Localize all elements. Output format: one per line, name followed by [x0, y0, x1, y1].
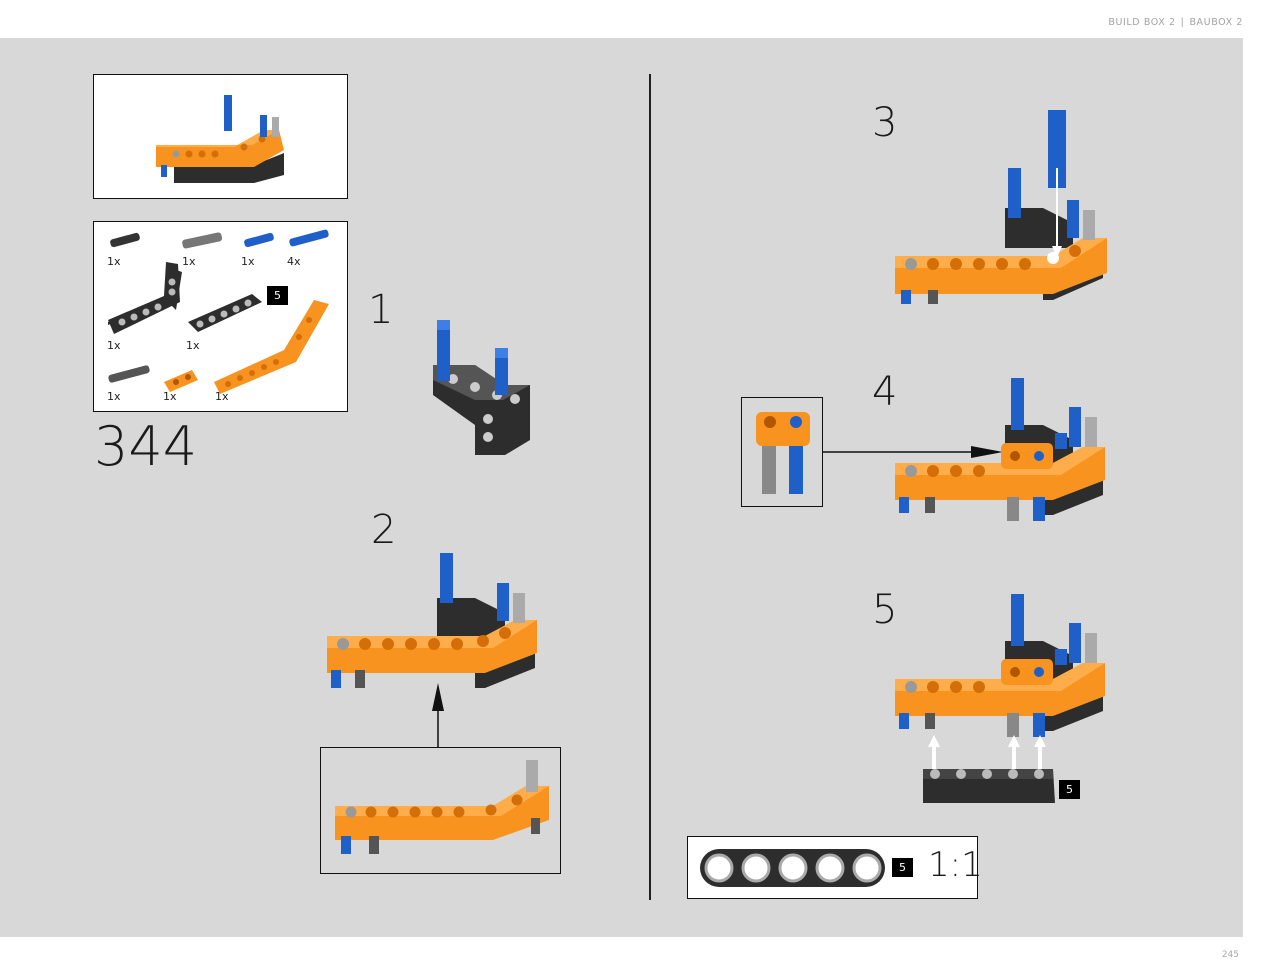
- scale-ratio: 1:1: [928, 845, 983, 885]
- bag-number: 344: [94, 415, 198, 478]
- subassembly-preview-illustration: [156, 95, 284, 183]
- step-number-1: 1: [368, 287, 394, 333]
- header-separator: |: [1180, 17, 1185, 28]
- part-qty-1: 1x: [107, 255, 121, 268]
- part-qty-6: 1x: [186, 339, 200, 352]
- parts-list-illustration: [108, 229, 329, 394]
- part-qty-4: 4x: [287, 255, 301, 268]
- page-number: 245: [1221, 950, 1239, 960]
- assembly-arrow-up: [432, 683, 444, 749]
- step-4-subassembly-illustration: [756, 412, 810, 494]
- part-qty-3: 1x: [241, 255, 255, 268]
- step-4-arrow: [823, 446, 1003, 458]
- part-qty-7: 1x: [107, 390, 121, 403]
- part-qty-2: 1x: [182, 255, 196, 268]
- column-divider: [649, 74, 651, 900]
- step-number-5: 5: [872, 587, 898, 633]
- part-qty-5: 1x: [107, 339, 121, 352]
- step-number-4: 4: [872, 369, 898, 415]
- part-qty-8: 1x: [163, 390, 177, 403]
- scale-length-badge: 5: [892, 858, 913, 877]
- step-4-illustration: [895, 378, 1105, 521]
- scale-reference-box: 5 1:1: [687, 836, 983, 899]
- step-5-illustration: [895, 594, 1105, 803]
- header-title-de: BAUBOX 2: [1189, 17, 1243, 28]
- header-title-en: BUILD BOX 2: [1108, 17, 1176, 28]
- step-number-3: 3: [872, 100, 898, 146]
- step-4-subassembly-box: [741, 397, 823, 507]
- step-1-illustration: [433, 320, 530, 455]
- step-2-illustration: [327, 553, 537, 688]
- step-3-illustration: [895, 110, 1107, 304]
- step-2-subassembly-box: [320, 747, 561, 874]
- step-5-beam-badge: 5: [1059, 780, 1080, 799]
- parts-list-box: 1x 1x 1x 4x 1x 1x 1x 1x 1x 5: [93, 221, 348, 412]
- part-qty-9: 1x: [215, 390, 229, 403]
- scale-beam-illustration: [700, 849, 885, 887]
- beam-length-badge: 5: [267, 286, 288, 305]
- step-number-2: 2: [371, 507, 397, 553]
- step-2-subassembly-illustration: [335, 760, 549, 854]
- book-header: BUILD BOX 2 | BAUBOX 2: [1108, 17, 1243, 28]
- subassembly-preview-box: [93, 74, 348, 199]
